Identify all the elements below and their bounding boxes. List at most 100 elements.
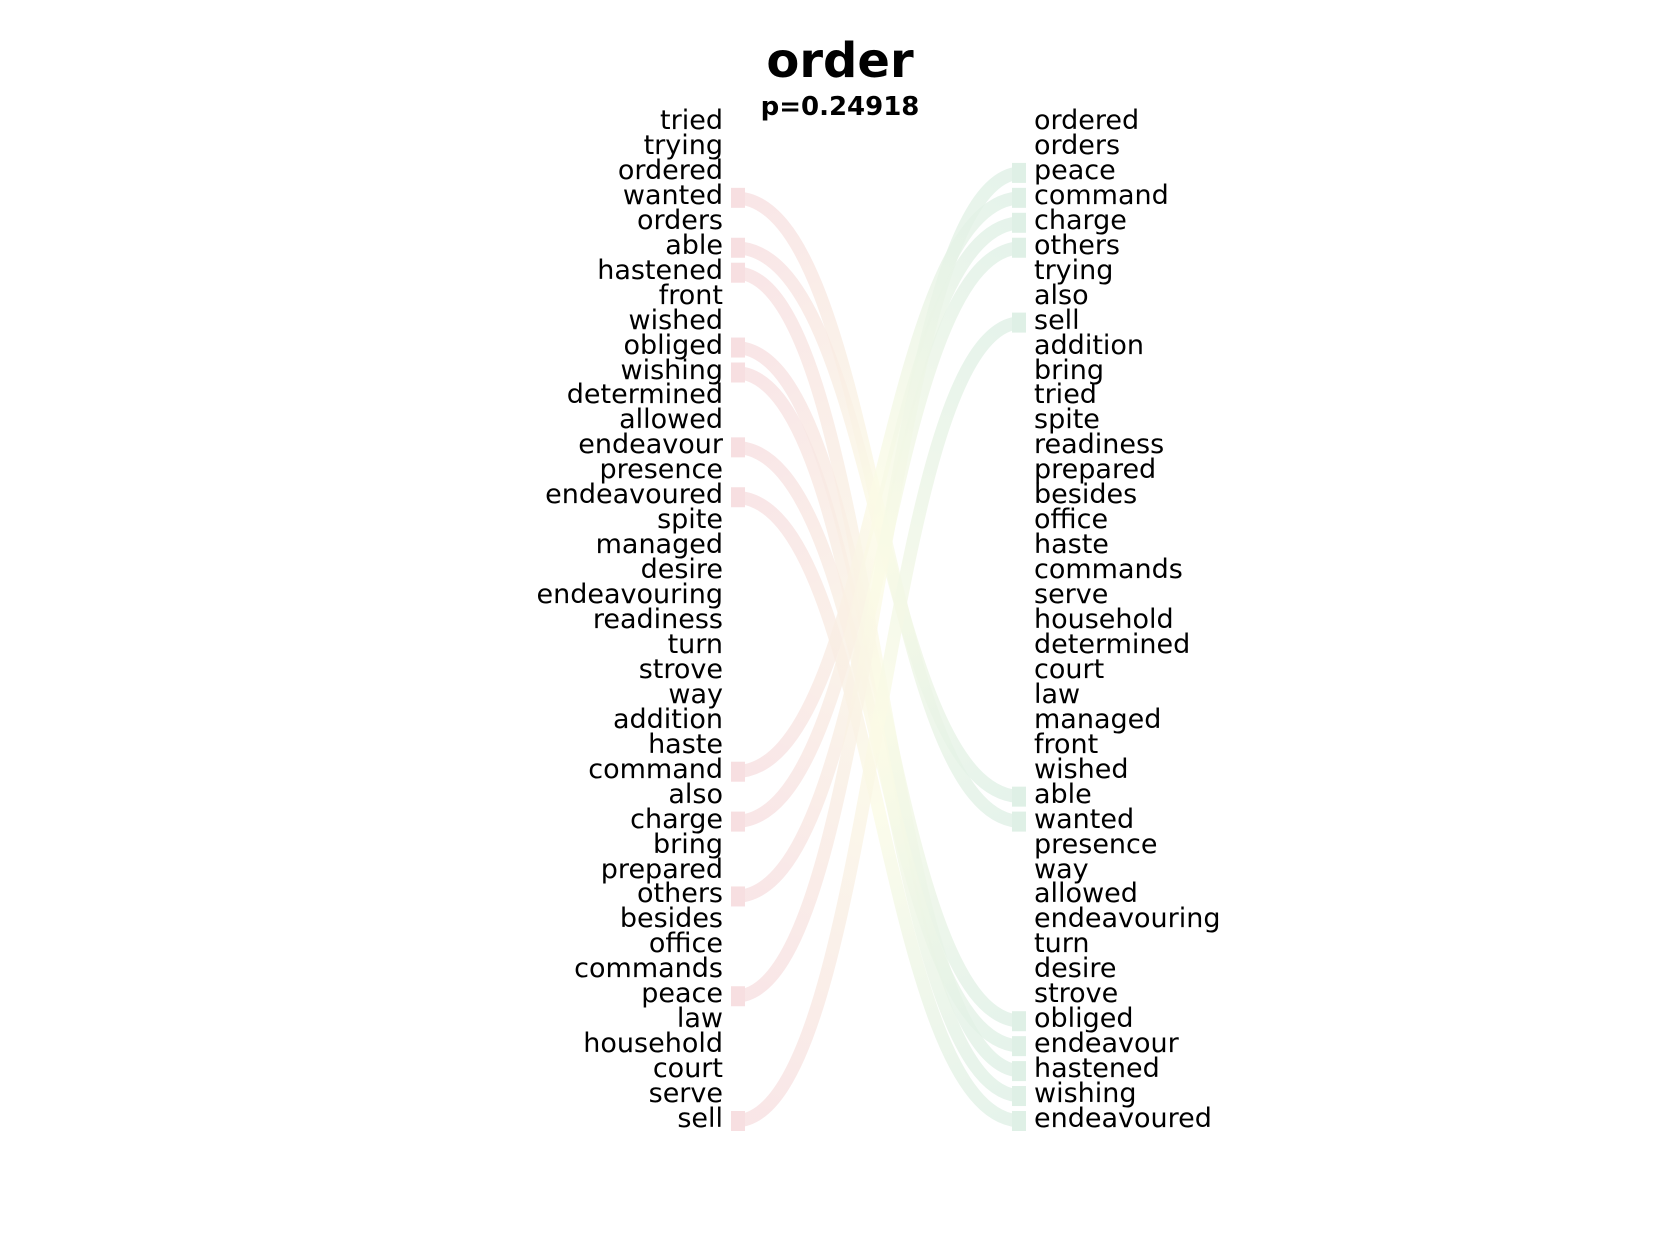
left-word: obliged: [623, 329, 723, 361]
right-endpoint: [1012, 1036, 1026, 1057]
right-word: determined: [1034, 628, 1191, 660]
flow-line-peace: [734, 166, 1023, 1003]
left-word: bring: [653, 828, 723, 860]
left-word: tried: [660, 105, 723, 136]
left-word: charge: [630, 803, 723, 835]
left-word: managed: [595, 529, 723, 561]
right-word: endeavour: [1034, 1028, 1179, 1060]
left-endpoint: [731, 811, 745, 832]
left-word: office: [648, 928, 723, 960]
left-word: haste: [648, 728, 723, 760]
left-word: readiness: [592, 604, 723, 635]
left-word: serve: [648, 1078, 723, 1110]
right-word: presence: [1034, 828, 1158, 860]
right-word: ordered: [1034, 105, 1140, 136]
right-word: prepared: [1034, 454, 1157, 486]
right-word: spite: [1034, 404, 1100, 436]
right-word: allowed: [1034, 878, 1138, 910]
left-word: commands: [574, 953, 723, 985]
diagram-subtitle: p=0.24918: [760, 92, 920, 122]
left-word: sell: [677, 1103, 723, 1134]
left-word: addition: [612, 703, 723, 735]
right-word: household: [1034, 604, 1174, 635]
left-word: turn: [667, 628, 723, 660]
left-word: strove: [638, 653, 723, 685]
left-word: wished: [628, 304, 723, 336]
right-word: sell: [1034, 304, 1080, 336]
left-word: orders: [636, 204, 723, 236]
right-endpoint: [1012, 1011, 1026, 1032]
left-word: court: [652, 1053, 723, 1085]
right-word: way: [1034, 853, 1089, 885]
right-word: able: [1034, 778, 1092, 810]
right-endpoint: [1012, 1086, 1026, 1107]
right-endpoint: [1012, 312, 1026, 333]
left-word: spite: [657, 504, 723, 536]
right-word: bring: [1034, 354, 1104, 386]
right-word: besides: [1034, 479, 1138, 511]
right-word: front: [1034, 728, 1099, 760]
right-word: wanted: [1034, 803, 1135, 835]
right-word: obliged: [1034, 1003, 1134, 1035]
flow-line-endeavoured: [734, 490, 1023, 1128]
left-endpoint: [731, 886, 745, 907]
left-word: front: [658, 279, 723, 311]
left-word: way: [668, 678, 723, 710]
right-word: peace: [1034, 154, 1116, 186]
right-endpoint: [1012, 237, 1026, 258]
left-endpoint: [731, 237, 745, 258]
flow-line-charge: [734, 216, 1023, 829]
left-endpoint: [731, 986, 745, 1007]
right-endpoint: [1012, 786, 1026, 807]
left-word: presence: [599, 454, 723, 486]
left-endpoint: [731, 262, 745, 283]
left-word: hastened: [597, 254, 723, 286]
right-endpoint: [1012, 212, 1026, 233]
right-endpoint: [1012, 187, 1026, 208]
right-word: office: [1034, 504, 1109, 536]
left-word: command: [588, 753, 723, 785]
left-word: endeavour: [578, 429, 723, 461]
right-word: wishing: [1034, 1078, 1137, 1110]
left-word: endeavouring: [536, 579, 723, 611]
left-endpoint: [731, 362, 745, 383]
left-word: law: [676, 1003, 723, 1035]
left-word: desire: [640, 554, 723, 586]
right-word: also: [1034, 279, 1089, 311]
left-word: others: [637, 878, 723, 910]
right-word: commands: [1034, 554, 1183, 586]
flow-line-obliged: [734, 341, 1023, 1028]
left-word: also: [668, 778, 723, 810]
right-word: others: [1034, 229, 1120, 261]
right-word: court: [1034, 653, 1105, 685]
right-word: endeavouring: [1034, 903, 1221, 935]
right-word: haste: [1034, 529, 1109, 561]
left-word: ordered: [617, 154, 723, 186]
flow-line-sell: [734, 316, 1023, 1128]
right-word: serve: [1034, 579, 1109, 611]
right-endpoint: [1012, 1111, 1026, 1131]
left-endpoint: [731, 437, 745, 458]
left-word: determined: [566, 379, 723, 411]
right-word: wished: [1034, 753, 1129, 785]
left-endpoint: [731, 1111, 745, 1131]
left-word: wanted: [622, 179, 723, 211]
right-word: orders: [1034, 129, 1121, 161]
left-endpoint: [731, 487, 745, 508]
right-word: tried: [1034, 379, 1097, 411]
right-word: turn: [1034, 928, 1090, 960]
right-word: managed: [1034, 703, 1162, 735]
right-endpoint: [1012, 162, 1026, 183]
diagram-title: order: [766, 33, 914, 89]
right-word: strove: [1034, 978, 1119, 1010]
right-word: command: [1034, 179, 1169, 211]
left-endpoint: [731, 761, 745, 782]
right-endpoint: [1012, 811, 1026, 832]
left-word: allowed: [619, 404, 723, 436]
left-word: trying: [643, 129, 723, 161]
right-word: charge: [1034, 204, 1127, 236]
right-endpoint: [1012, 1061, 1026, 1082]
right-word: hastened: [1034, 1053, 1160, 1085]
